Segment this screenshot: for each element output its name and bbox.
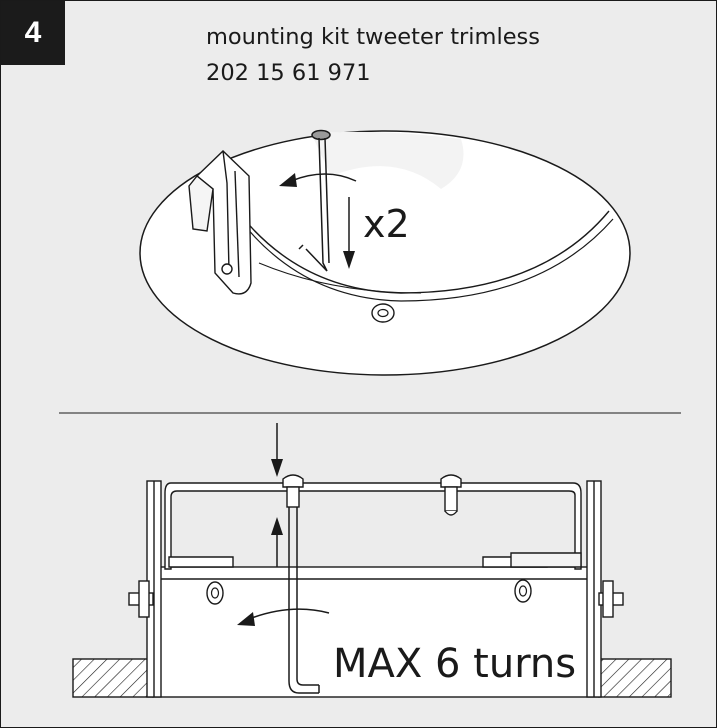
- ceiling-board-right: [598, 658, 672, 698]
- detail-oval: [139, 130, 631, 376]
- max-turns-label: MAX 6 turns: [333, 641, 576, 687]
- body-screw-left: [206, 581, 224, 605]
- bracket-clip: [188, 150, 252, 295]
- body-screw-right: [514, 579, 532, 603]
- hex-key-detail: [298, 129, 331, 272]
- ceiling-board-left: [72, 658, 154, 698]
- product-title: mounting kit tweeter trimless 202 15 61 …: [206, 19, 540, 91]
- step-number-badge: 4: [1, 1, 65, 65]
- hex-key-shaft: [305, 137, 328, 272]
- multiplier-label: x2: [363, 202, 410, 246]
- step-number: 4: [24, 16, 42, 49]
- hex-key-assembly: [288, 507, 320, 694]
- rim-detail-line: [258, 262, 422, 294]
- screw-head: [311, 129, 331, 141]
- frame-screw-left: [282, 474, 304, 508]
- rotate-counterclockwise-icon: [237, 608, 330, 626]
- assembly-cross-section: MAX 6 turns: [72, 423, 672, 698]
- surface-shade: [311, 131, 464, 189]
- inner-ledge-left: [168, 556, 234, 568]
- product-name: mounting kit tweeter trimless: [206, 24, 540, 50]
- inner-block-right: [510, 552, 582, 568]
- inner-rim-edge: [240, 218, 614, 302]
- rotate-arrow-icon: [279, 173, 357, 187]
- clip-tab-left: [138, 580, 150, 618]
- down-arrow-icon: [343, 197, 355, 269]
- hex-screw-icon: [371, 303, 395, 323]
- frame-screw-right: [440, 474, 462, 516]
- detail-oval-view: x2: [139, 129, 631, 376]
- up-arrow-icon: [271, 517, 283, 567]
- clip-tab-right: [602, 580, 614, 618]
- press-down-arrow-icon: [271, 423, 283, 477]
- part-number: 202 15 61 971: [206, 60, 371, 86]
- top-frame: [164, 482, 582, 570]
